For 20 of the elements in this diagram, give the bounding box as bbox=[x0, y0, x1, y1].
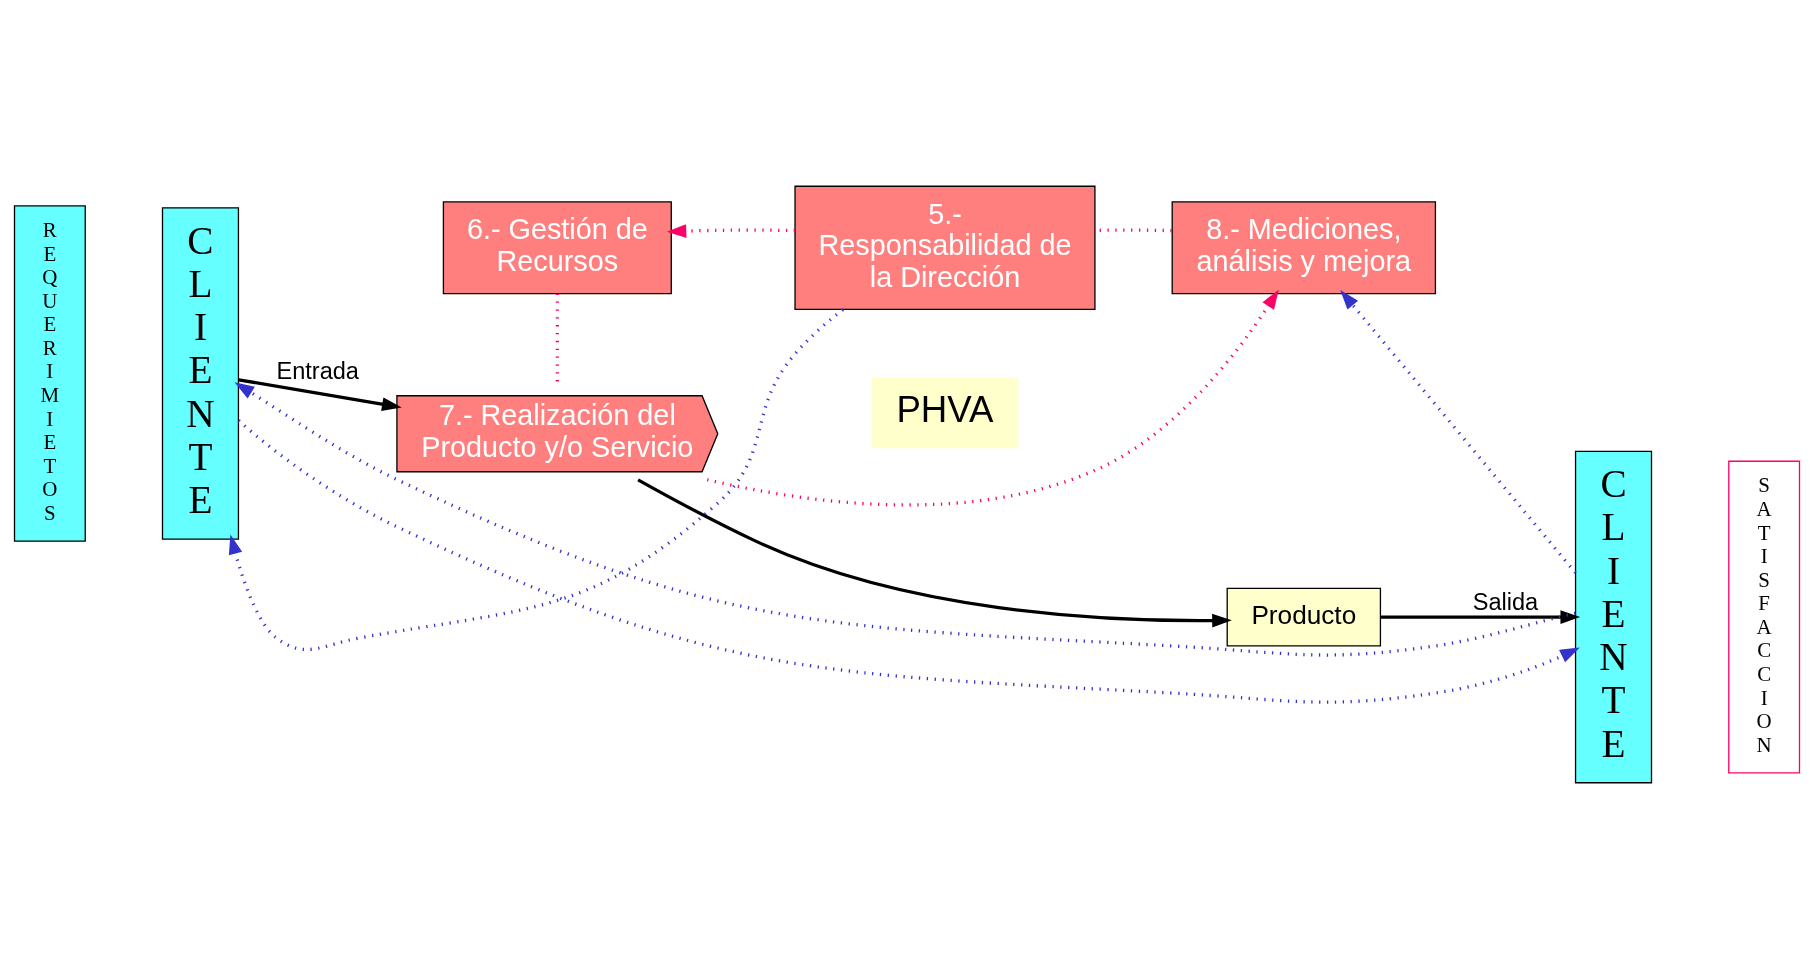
arrow bbox=[237, 419, 1580, 704]
arrow bbox=[1340, 290, 1577, 574]
arrow bbox=[228, 308, 844, 652]
node-box: PHVA bbox=[871, 377, 1019, 449]
arrow bbox=[238, 378, 402, 411]
edge-label: Entrada bbox=[276, 358, 359, 385]
node-box: 8.- Mediciones, análisis y mejora bbox=[1171, 201, 1437, 295]
node-box: CLIENTE bbox=[161, 207, 240, 540]
node-box: 6.- Gestión de Recursos bbox=[442, 201, 672, 295]
node-box: CLIENTE bbox=[1574, 450, 1653, 784]
arrow bbox=[1380, 610, 1581, 624]
node-box: SATISFACCION bbox=[1728, 460, 1801, 774]
arrow bbox=[666, 224, 795, 238]
arrow bbox=[637, 478, 1232, 628]
node-box: Producto bbox=[1226, 587, 1382, 647]
edge-label: Salida bbox=[1472, 588, 1539, 615]
node-box: REQUERIMIETOS bbox=[13, 205, 86, 542]
arrow bbox=[234, 382, 1576, 657]
arrow bbox=[706, 289, 1279, 507]
node-box: 5.- Responsabilidad de la Dirección bbox=[794, 185, 1096, 310]
